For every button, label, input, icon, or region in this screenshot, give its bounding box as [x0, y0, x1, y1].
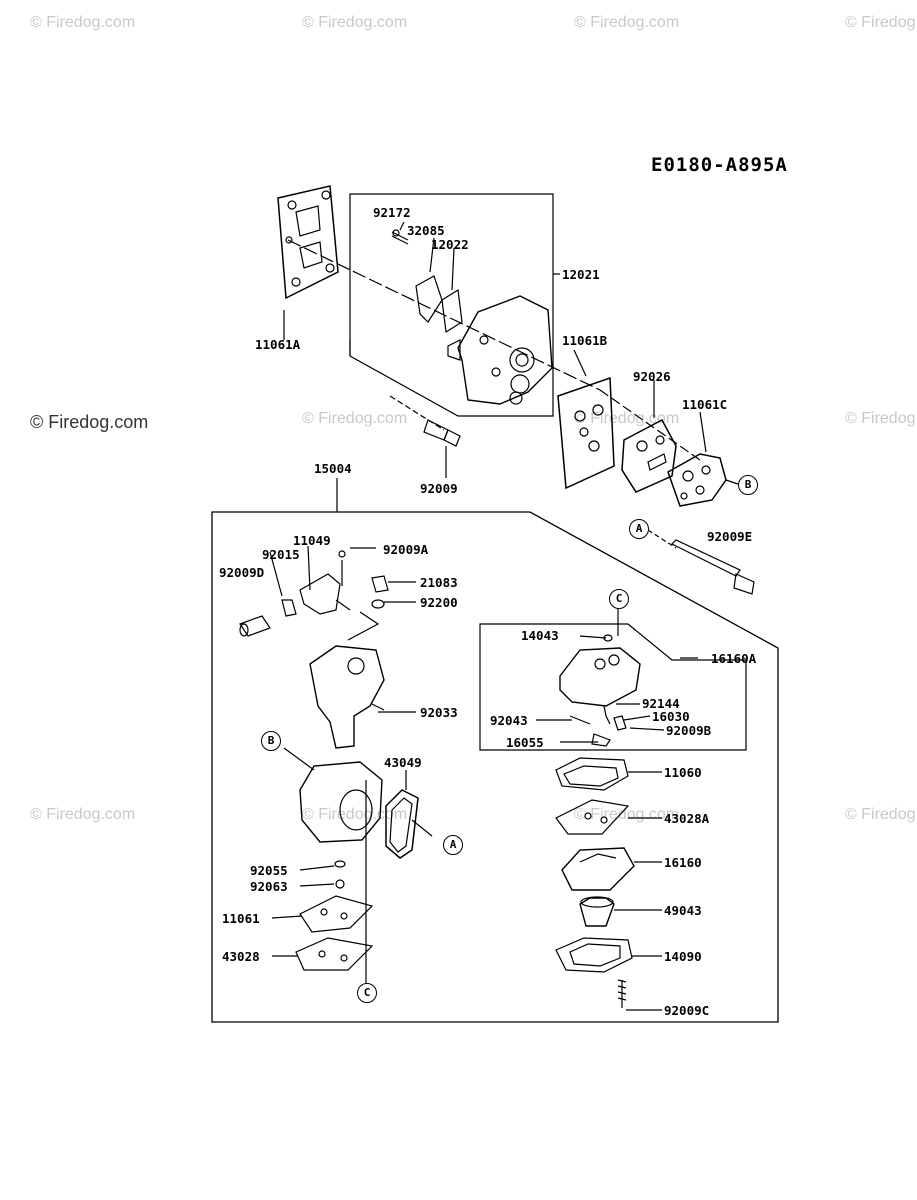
part-label: 92009: [420, 481, 458, 496]
gasket-43028: [295, 937, 374, 971]
ref-marker-c: C: [609, 589, 629, 609]
part-label: 43028A: [664, 811, 710, 826]
part-label: 92009D: [219, 565, 265, 580]
part-label: 92009B: [666, 723, 712, 738]
part-label: 14043: [521, 628, 559, 643]
pump-subassembly-outline: [479, 623, 747, 751]
part-label: 12022: [431, 237, 469, 252]
part-label: 11049: [293, 533, 331, 548]
part-label: 16055: [506, 735, 544, 750]
watermark: © Firedog.com: [574, 14, 680, 31]
diaphragm-43028a: [555, 799, 630, 835]
part-label: 92009E: [707, 529, 753, 544]
gasket-11061b: [557, 376, 615, 490]
part-label: 49043: [664, 903, 702, 918]
part-label: 11061A: [255, 337, 301, 352]
watermark: © Firedog.com: [30, 412, 149, 432]
watermark: © Firedog.com: [845, 14, 917, 31]
watermark: © Firedog.com: [30, 14, 136, 31]
gasket-11061c: [667, 453, 727, 507]
float-chamber: [299, 761, 383, 843]
spacer-92026: [621, 418, 677, 493]
watermark: © Firedog.com: [574, 806, 680, 823]
part-label: 92015: [262, 547, 300, 562]
gasket-11061a: [277, 185, 339, 300]
carburetor-body: [309, 645, 385, 749]
watermark: © Firedog.com: [845, 806, 917, 823]
part-label: 21083: [420, 575, 458, 590]
diagram-code: E0180-A895A: [651, 154, 788, 176]
ref-marker-b: B: [738, 475, 758, 495]
part-label: 11061: [222, 911, 260, 926]
part-label: 92144: [642, 696, 680, 711]
bracket-12021-outline: [349, 193, 554, 417]
insulator-block: [457, 295, 553, 405]
part-label: 16030: [652, 709, 690, 724]
ref-marker-a: A: [629, 519, 649, 539]
part-label: 11061B: [562, 333, 608, 348]
part-label: 12021: [562, 267, 600, 282]
gasket-43049: [385, 789, 419, 859]
part-label: 43049: [384, 755, 422, 770]
part-label: 15004: [314, 461, 352, 476]
gasket-11060: [555, 757, 629, 791]
cup-49043: [579, 897, 615, 927]
part-label: 92055: [250, 863, 288, 878]
part-label: 11060: [664, 765, 702, 780]
gasket-11061: [299, 895, 374, 933]
pump-cover: [559, 647, 641, 707]
watermark: © Firedog.com: [30, 806, 136, 823]
watermark: © Firedog.com: [302, 410, 408, 427]
part-label: 92043: [490, 713, 528, 728]
ref-marker-a: A: [443, 835, 463, 855]
part-label: 92172: [373, 205, 411, 220]
part-label: 11061C: [682, 397, 728, 412]
part-label: 92033: [420, 705, 458, 720]
watermark: © Firedog.com: [302, 14, 408, 31]
part-label: 14090: [664, 949, 702, 964]
part-label: 16160: [664, 855, 702, 870]
part-label: 16160A: [711, 651, 757, 666]
bolt-92009e: [670, 539, 741, 577]
cover-14090: [555, 937, 633, 973]
ref-marker-b: B: [261, 731, 281, 751]
part-label: 92026: [633, 369, 671, 384]
ref-marker-c: C: [357, 983, 377, 1003]
part-label: 92009A: [383, 542, 429, 557]
part-label: 92200: [420, 595, 458, 610]
part-label: 92063: [250, 879, 288, 894]
watermark: © Firedog.com: [845, 410, 917, 427]
carburetor-assembly-outline: [211, 511, 779, 1023]
part-label: 43028: [222, 949, 260, 964]
pump-body-16160: [561, 847, 635, 891]
part-label: 32085: [407, 223, 445, 238]
part-label: 92009C: [664, 1003, 710, 1018]
